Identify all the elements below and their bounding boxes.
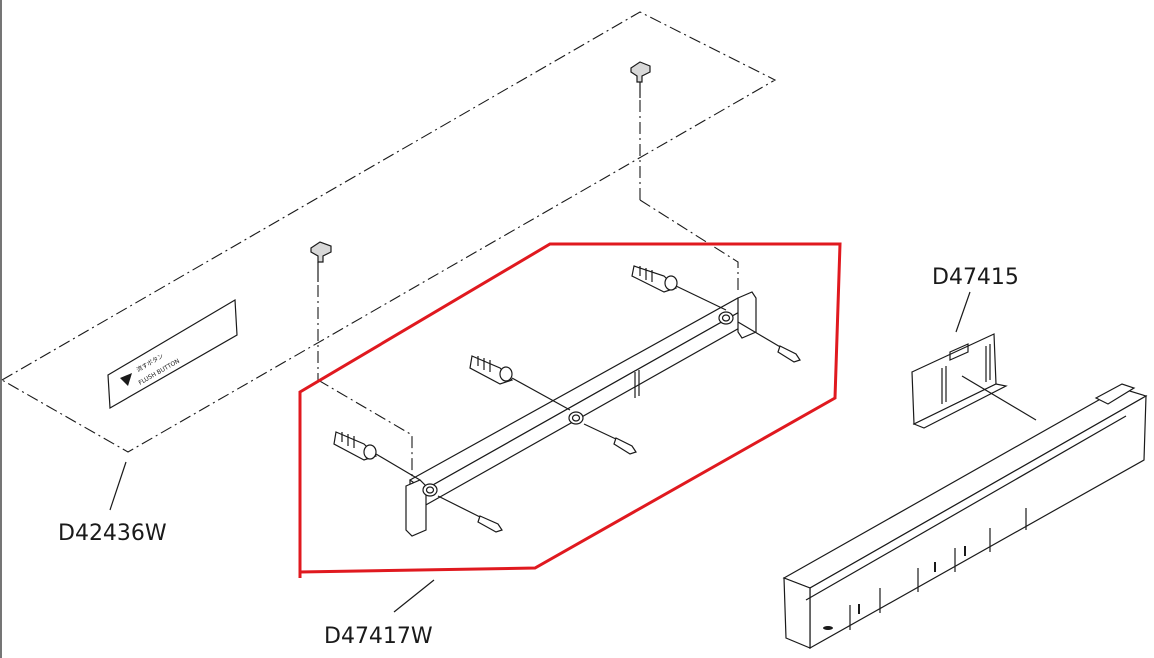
screw-3	[437, 495, 503, 533]
wall-anchor-1	[631, 265, 727, 311]
screw-1	[737, 321, 801, 363]
control-panel	[782, 383, 1148, 650]
label-d47417w: D47417W	[324, 624, 433, 649]
mounting-bracket	[405, 291, 757, 537]
clip-pin-right	[630, 61, 739, 290]
screw-2	[583, 423, 637, 455]
flush-button-sticker: 流すボタン FLUSH BUTTON	[107, 298, 238, 410]
leader-cover-plate	[109, 461, 127, 511]
clip-part	[911, 333, 1037, 429]
clip-pin-left	[310, 241, 413, 478]
label-d42436w: D42436W	[58, 521, 167, 546]
highlight-outline	[298, 242, 842, 578]
label-d47415: D47415	[932, 265, 1019, 290]
wall-anchor-3	[333, 431, 421, 481]
wall-anchor-2	[469, 355, 571, 411]
leader-bracket	[393, 579, 435, 613]
cover-plate: 流すボタン FLUSH BUTTON	[0, 11, 777, 453]
leader-clip	[955, 291, 971, 333]
